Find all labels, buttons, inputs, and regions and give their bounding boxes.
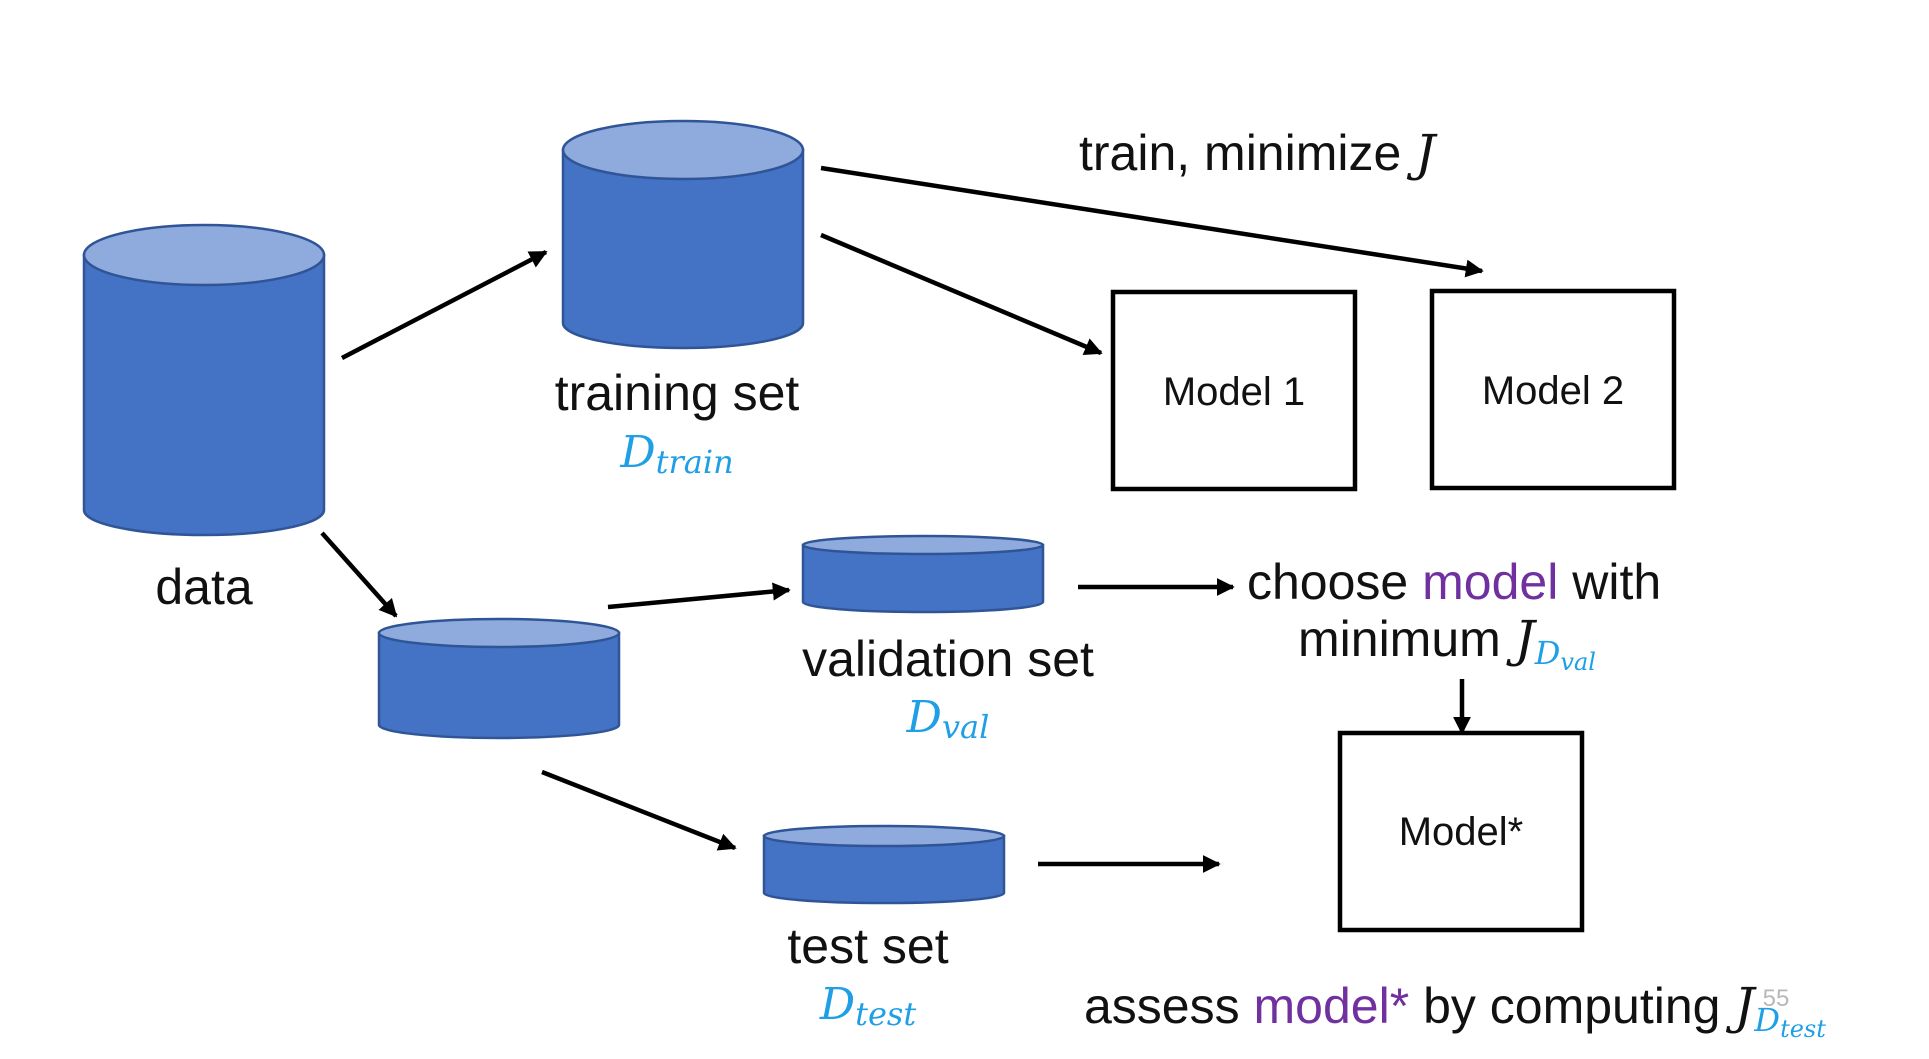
arrow-split-to-test [541,769,737,851]
model-2-label: Model 2 [1482,369,1624,413]
data-cylinder [82,223,326,537]
validation-set-cylinder [801,534,1045,614]
training-set-cylinder [561,119,805,350]
model-star-label: Model* [1399,810,1524,854]
validation-set-label: validation set [802,631,1094,687]
test-set-label: test set [787,918,948,974]
test-set-cylinder [762,824,1006,905]
arrow-data-to-training [340,250,548,360]
minimum-j-dval-label: minimum JDval [1298,610,1596,676]
arrow-training-to-model-1 [820,232,1103,356]
arrow-data-to-split [320,531,398,618]
model-1-label: Model 1 [1163,370,1305,414]
d-val-symbol: Dval [906,692,990,746]
train-minimize-label: train, minimize J [1079,124,1438,182]
split-cylinder [377,617,621,740]
model-1-box: Model 1 [1110,289,1358,492]
choose-model-label: choose model with [1247,554,1661,610]
arrow-training-to-model-2 [820,165,1484,278]
model-2-box: Model 2 [1429,288,1677,491]
model-star-box: Model* [1337,730,1585,933]
arrow-split-to-validation [607,582,791,610]
d-test-symbol: Dtest [819,979,917,1033]
slide-number: 55 [1763,985,1790,1012]
data-label: data [155,559,253,615]
d-train-symbol: Dtrain [619,427,733,481]
assess-model-label: assess model* by computing JDtest [1084,977,1826,1043]
training-set-label: training set [555,365,800,421]
